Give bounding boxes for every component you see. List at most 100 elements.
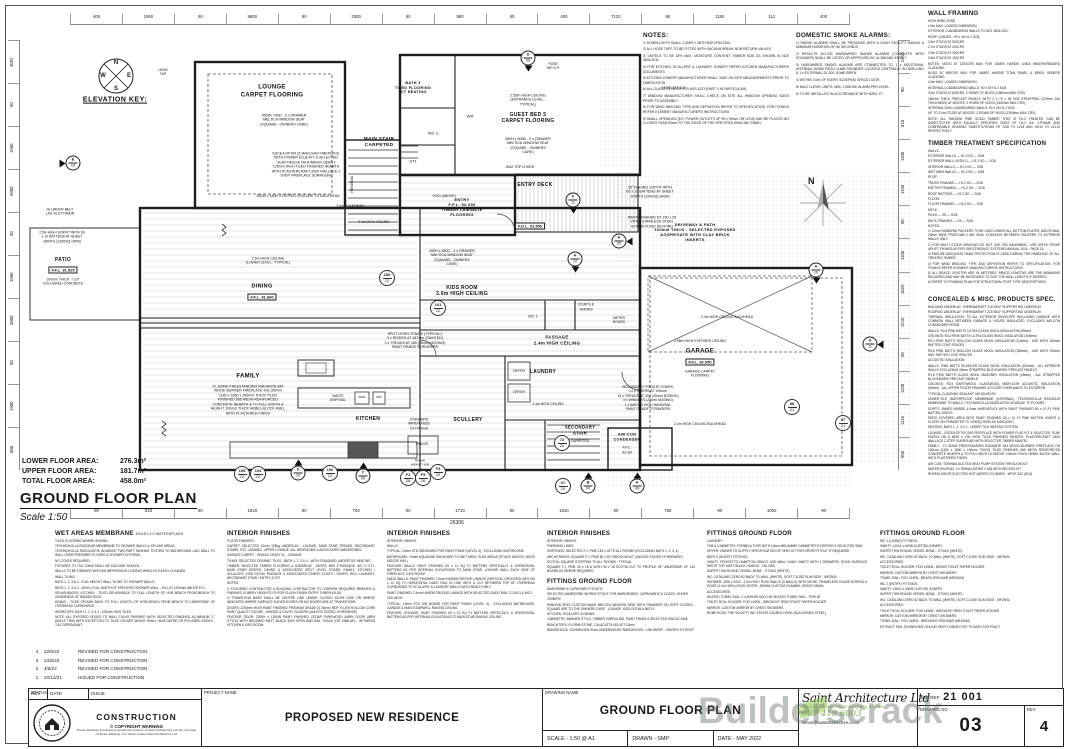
dimension-value: 518	[121, 508, 174, 518]
spec-line: RANGEHOOD: SCHWEIGEN 90cm UNDERMOUNT RAN…	[547, 628, 695, 633]
smoke-alarms-block: DOMESTIC SMOKE ALARMS: 1/ SMOKE ALARMS S…	[796, 32, 924, 99]
marker-letter: D	[526, 52, 530, 57]
dimension-value: 1190	[899, 172, 910, 206]
marker-triangle-icon	[569, 207, 577, 214]
marker-letter: G	[868, 338, 872, 343]
ref-top: 180	[383, 271, 391, 277]
plan-label: RINNAI INFINITY A26	[410, 458, 430, 466]
spec-line: WINDOW SEAT: CUSTOM MADE MELTICA WINDOW …	[547, 602, 695, 611]
spec-line: TIMBER: SELECTED TIMBER FLOORING & UNDER…	[227, 564, 375, 581]
revision-row: 4 22/6/22 REVISED FOR CONSTRUCTION	[30, 648, 260, 657]
rev-no-value: 4	[1039, 717, 1049, 735]
concealed-products-block: CONCEALED & MISC. PRODUCTS SPEC. BUILDIN…	[928, 296, 1060, 478]
note-line: 8/ FOR WIND BRACING TYPE AND DEFINITION …	[643, 105, 789, 114]
smoke-line: 5/ MULTI-LEVEL UNITS, MIN. 1 SMOKE ALARM…	[796, 84, 891, 89]
dimension-total: 26306	[450, 520, 464, 526]
date-value: DATE - MAY 2022	[717, 735, 762, 742]
dimension-value: 90	[693, 508, 745, 518]
spec-line: SUPER THIN ROUND VESSEL BOWL - ST3401 (W…	[880, 592, 963, 597]
plan-label: HOSE TAP D.P.	[546, 61, 560, 70]
spec-line: 3.6m STUDS AT 150CRS	[928, 56, 965, 61]
revision-issue: REVISED FOR CONSTRUCTION	[78, 657, 148, 663]
spec-line: ACCESSORIES:	[880, 603, 904, 608]
smoke-line: 2/ RESULTS NO-330 HARDWIRED SMOKE ALARMS…	[796, 51, 924, 60]
interior-finishes-linings-block: INTERIOR FINISHES INTERIOR LININGS:WALLS…	[387, 530, 535, 620]
spec-line: CABINETRY: BANNER STYLE, TIMBER SURROUND…	[547, 617, 688, 622]
plan-label: HANDRAIL	[349, 175, 354, 193]
dimension-value: 90	[8, 212, 19, 255]
area-value: 276.3m²	[120, 458, 147, 465]
plan-title: GROUND FLOOR PLAN	[20, 490, 197, 509]
spec-line: FLOOR FRAMING — H1.2 KD — SG8	[928, 202, 983, 207]
plan-label: 450H x 600D - 2 x DRAWER MELTICA WINDOW …	[505, 137, 551, 155]
dimension-value: 90	[797, 508, 851, 518]
plan-label: 2.5m HIGH SOFFIT WITH 60 x 10 BATTENS AT…	[39, 230, 85, 244]
interior-finishes-floor-block: INTERIOR FINISHES FLOOR FINISHES:CARPET:…	[227, 530, 375, 628]
marker-number: 10	[811, 269, 821, 276]
spec-line: DECK:	[928, 207, 938, 212]
fittings-kitchen-block: FITTINGS GROUND FLOOR WARDROBE & CUPBOAR…	[547, 578, 695, 634]
drawing-name-label: DRAWING NAME	[545, 690, 579, 695]
marker-letter: H	[814, 264, 818, 269]
plan-label: WR	[466, 113, 474, 119]
dimension-value: 112	[745, 14, 797, 24]
drawing-no-label: DRAWING NO.	[920, 707, 949, 712]
spec-line: FEATURE CEILINGS: PAINT FINISHED 60 x 10…	[387, 611, 535, 620]
marker-letter: C	[361, 470, 365, 475]
plan-label: PASSAGE 2.4m HIGH CEILING	[533, 334, 581, 346]
plan-label: ELEVATION KEY:	[82, 96, 148, 104]
compass-s: S	[113, 86, 119, 92]
dimension-value: 90	[899, 205, 910, 239]
spec-line: PILES — H5 — SG8	[928, 213, 958, 218]
fittings-heading: FITTINGS GROUND FLOOR	[880, 530, 965, 537]
marker-triangle-icon	[571, 266, 579, 273]
ref-top: F1	[405, 471, 411, 477]
dimension-value: 950	[899, 436, 910, 471]
plan-label: STANDARD WATER FEED TO FRIDGE	[408, 417, 430, 431]
smoke-alarms-heading: DOMESTIC SMOKE ALARMS:	[796, 32, 891, 39]
dimension-value: 90	[381, 14, 434, 24]
dimension-value: 7120	[589, 14, 641, 24]
dimension-value: 980	[433, 14, 486, 24]
note-line: 2/ ALL HOSE TAPS TO BE FITTED WITH VACUU…	[643, 47, 771, 52]
note-line: 6/ ALL GLASS TO BE AS PER NZS 4223 (PART…	[643, 87, 747, 92]
revision-date: 24/5/22	[44, 657, 60, 663]
revision-issue: REVISED FOR CONSTRUCTION	[78, 666, 148, 672]
spec-line: VANITY: 1500L x 400W CUSTOM JOINERY	[880, 587, 943, 592]
spec-line: BATH 3 (GUEST) FITTINGS:	[707, 554, 749, 559]
spec-line: RAFTER FRAMING — H1.2 KD — SG8	[928, 186, 985, 191]
plan-label: 2.4m HIGH CEILING BULKHEAD	[700, 314, 754, 319]
spec-line: ROOF LOADED - 90 x 45 H1.2 SG8	[928, 34, 980, 39]
spec-line: VANITY: PROGETTO HAMPTON DRACO 1200 WALL…	[707, 560, 867, 569]
company-phone: 027 419 6003	[802, 709, 862, 719]
marker-number: 11	[865, 343, 875, 350]
dimension-value: 1190	[899, 370, 910, 404]
spec-line: CEILINGS: R4.0 PINK BATTS ULTRA GLASS WO…	[928, 334, 1037, 339]
spec-line: 2.7m STUDS AT 400CRS	[928, 45, 965, 50]
note-line: 3/ LINTELS TO BE 18% MAX. MOISTURE CONTE…	[643, 54, 789, 63]
spec-line: TOILET ROLL HOLDER: FOG LINEN - BRASS TO…	[880, 565, 985, 570]
plan-label: F.F.L. 92.050	[685, 358, 715, 366]
dimension-value: 1580	[8, 126, 19, 169]
marker-number: 09	[523, 57, 533, 64]
dimension-value: 700	[329, 508, 382, 518]
plan-label: 2642 TOP CHORD	[505, 164, 535, 169]
spec-line: NOGS AT 800CRS MAX FOR JAMES HARDIE TITA…	[928, 71, 1060, 80]
revision-row: 1 20/12/21 ISSUED FOR CONSTRUCTION	[30, 674, 260, 683]
revision-date: 22/6/22	[44, 649, 60, 654]
spec-line: WALLS TO BE FINISHED WITH AN IMPERVIOUS …	[55, 569, 187, 574]
spec-line: SQUARE F.J. PINE 40 x 18 & WITH 90 x 18 …	[547, 565, 695, 574]
plan-label: BATH 3 TILED FLOORING U/T HEATING	[394, 80, 432, 95]
marker-number: 10	[293, 472, 303, 479]
plan-label: F.F.L. 91.660	[247, 293, 277, 301]
spec-line: TUB & CABINETRY: FORMICA TOPS WITH 10mm …	[707, 543, 863, 548]
spec-line: SPLASHBACKS: KITCHEN - TILED SPLASHBACK …	[55, 591, 215, 600]
interior-finishes-finishing-block: INTERIOR FINISHES INTERIOR LININGS:FINIS…	[547, 530, 695, 575]
